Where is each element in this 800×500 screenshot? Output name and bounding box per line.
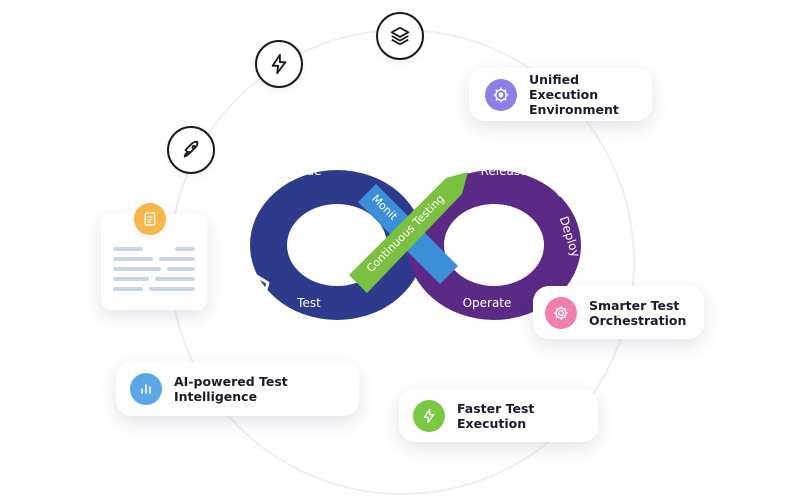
step-operate: Operate [463,296,512,310]
doc-line [155,277,195,281]
ai-intelligence-card: AI-powered Test Intelligence [116,362,359,416]
right-loop-ring [407,170,581,320]
doc-line [149,287,195,291]
left-separator-bottom [249,270,270,303]
rocket-icon [167,126,215,174]
bar-chart-icon [130,373,162,405]
green-band [349,172,468,293]
step-code: Code [291,164,322,178]
gear-icon [545,296,577,329]
smarter-orchestration-card: Smarter Test Orchestration [533,286,704,339]
left-separator-top [247,181,267,212]
lightning-icon [255,40,303,88]
ai-intelligence-label: AI-powered Test Intelligence [174,374,288,404]
document-icon [134,203,166,235]
faster-execution-card: Faster Test Execution [399,389,598,442]
doc-line [113,257,153,261]
unified-execution-line1: Unified Execution [529,72,599,102]
faster-lightning-icon [413,399,445,432]
doc-line [113,247,143,251]
step-test: Test [296,296,321,310]
doc-line [113,277,149,281]
doc-line [167,267,195,271]
doc-line [159,257,195,261]
doc-line [175,247,195,251]
right-separator-top [544,177,579,197]
unified-execution-label: Unified Execution Environment [529,72,652,117]
unified-execution-card: Unified Execution Environment [469,68,652,121]
doc-line [113,267,161,271]
layers-icon [376,12,424,60]
faster-execution-label: Faster Test Execution [457,400,535,431]
smarter-orchestration-line1: Smarter Test [589,297,680,313]
smarter-orchestration-label: Smarter Test Orchestration [589,298,686,328]
step-release: Release [481,164,528,178]
doc-line [113,287,143,291]
gear-shield-icon [485,78,517,111]
smarter-orchestration-line2: Orchestration [589,312,687,328]
unified-execution-line2: Environment [529,102,619,117]
